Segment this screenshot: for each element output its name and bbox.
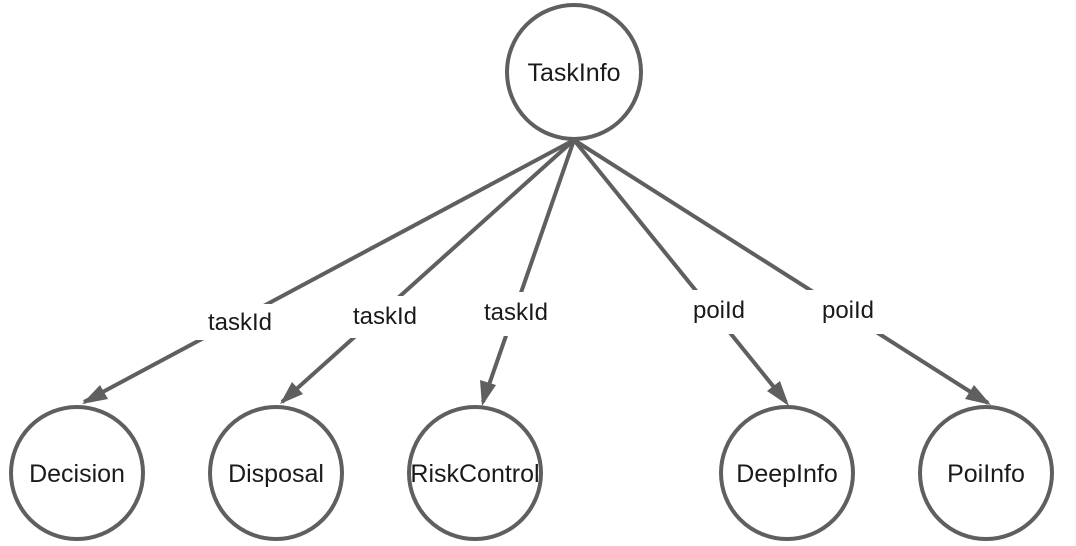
arrowhead <box>965 385 991 405</box>
edge-label-deepinfo: poiId <box>678 290 760 334</box>
edge-taskinfo-deepinfo <box>572 138 789 406</box>
edge-taskinfo-poiinfo <box>572 138 991 405</box>
edge-label-text: taskId <box>484 299 548 326</box>
node-label: RiskControl <box>410 460 539 488</box>
node-disposal: Disposal <box>208 405 344 541</box>
node-label: Disposal <box>228 460 324 488</box>
arrowhead <box>82 385 108 404</box>
node-decision: Decision <box>9 405 145 541</box>
edge-label-decision: taskId <box>194 304 286 340</box>
node-deepinfo: DeepInfo <box>719 405 855 541</box>
edge-label-text: taskId <box>353 303 417 330</box>
node-label: Decision <box>29 460 125 488</box>
node-riskcontrol: RiskControl <box>407 405 543 541</box>
edge-taskinfo-decision <box>82 138 575 404</box>
edge-label-text: poiId <box>693 297 745 324</box>
arrowhead <box>767 381 789 406</box>
edge-label-text: poiId <box>822 297 874 324</box>
node-taskinfo: TaskInfo <box>505 3 643 141</box>
node-label: DeepInfo <box>736 460 837 488</box>
edge-label-poiinfo: poiId <box>806 290 890 334</box>
edge-label-riskcontrol: taskId <box>470 292 562 336</box>
edge-taskinfo-disposal <box>280 138 576 404</box>
edge-label-text: taskId <box>208 309 272 336</box>
edge-taskinfo-riskcontrol <box>480 139 576 406</box>
arrowhead <box>480 380 496 406</box>
edge-label-disposal: taskId <box>338 296 432 338</box>
node-label: TaskInfo <box>527 59 620 87</box>
arrowhead <box>280 382 303 404</box>
node-poiinfo: PoiInfo <box>918 405 1054 541</box>
node-label: PoiInfo <box>947 460 1025 488</box>
